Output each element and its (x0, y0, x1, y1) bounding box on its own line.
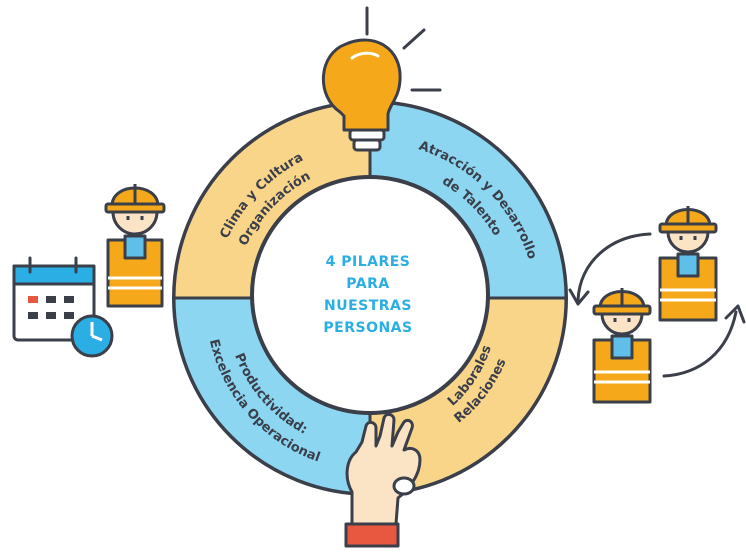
worker-icon-right-top (658, 206, 718, 322)
ok-hand-icon (344, 412, 422, 548)
cycle-arrow-icon (568, 232, 746, 378)
clock-icon (70, 314, 114, 358)
calendar-icon (12, 256, 96, 342)
center-line-2: PARA (346, 276, 389, 292)
center-line-4: PERSONAS (323, 320, 412, 336)
worker-icon-right-bottom (592, 288, 652, 404)
center-line-3: NUESTRAS (324, 298, 412, 314)
worker-icon-left (104, 184, 166, 308)
center-circle (250, 175, 490, 415)
center-line-1: 4 PILARES (326, 254, 411, 270)
lightbulb-icon (321, 6, 442, 152)
center-title: 4 PILARES PARA NUESTRAS PERSONAS (323, 254, 412, 336)
